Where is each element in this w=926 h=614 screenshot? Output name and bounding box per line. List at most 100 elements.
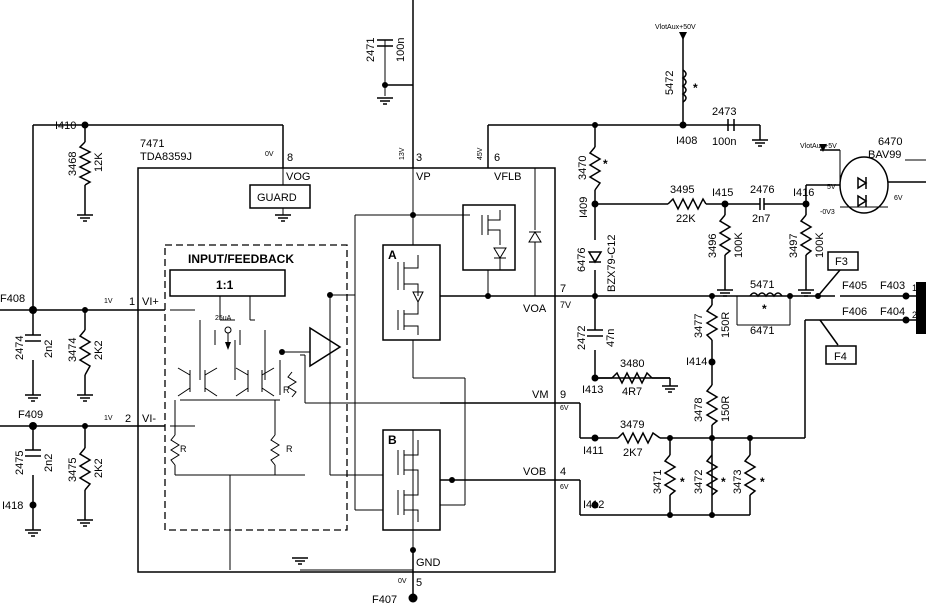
r3480-val: 4R7 xyxy=(622,386,642,398)
amplifier-a xyxy=(382,244,441,341)
pin-3-number: 3 xyxy=(416,152,422,164)
r3472-ref: 3472 xyxy=(693,470,705,494)
r3478-ref: 3478 xyxy=(693,398,705,422)
r3468-ref: 3468 xyxy=(67,152,79,176)
voltage-vm: 6V xyxy=(560,405,569,412)
c2471-val: 100n xyxy=(395,38,407,62)
flyback-switch xyxy=(462,204,516,271)
r3479-val: 2K7 xyxy=(623,447,643,459)
r3478-val: 150R xyxy=(720,396,732,422)
voltage-vim: 1V xyxy=(104,415,113,422)
r3496-val: 100K xyxy=(733,232,745,258)
z6476-ref: 6476 xyxy=(576,248,588,272)
net-f409: F409 xyxy=(18,409,43,421)
voltage-vip: 1V xyxy=(104,298,113,305)
l5471-mark: * xyxy=(762,302,767,316)
net-i410: I410 xyxy=(55,120,76,132)
d6470-val: BAV99 xyxy=(868,149,901,161)
resistors xyxy=(78,141,813,496)
r-feedback-label: R xyxy=(283,385,290,395)
r3480-ref: 3480 xyxy=(620,358,644,370)
c2474-ref: 2474 xyxy=(14,336,26,360)
c2471-ref: 2471 xyxy=(365,38,377,62)
voltage-voa: 7V xyxy=(560,300,571,310)
net-f403: F403 xyxy=(880,280,905,292)
ic-ref: 7471 xyxy=(140,138,164,150)
c2473-ref: 2473 xyxy=(712,106,736,118)
voltage-vog: 0V xyxy=(265,151,274,158)
guard-box xyxy=(249,184,311,209)
r3471-mark: * xyxy=(680,475,685,489)
inductors-diodes xyxy=(587,32,926,298)
c2475-ref: 2475 xyxy=(14,451,26,475)
pin-2-number: 2 xyxy=(125,413,131,425)
junctions xyxy=(29,82,910,603)
pin-1-number: 1 xyxy=(129,296,135,308)
supply-aux50: VlotAux+50V xyxy=(655,24,696,31)
pin-gnd-name: GND xyxy=(416,557,441,569)
r3479-ref: 3479 xyxy=(620,419,644,431)
r3497-val: 100K xyxy=(814,232,826,258)
c2472-val: 47n xyxy=(605,329,617,347)
net-f408: F408 xyxy=(0,293,25,305)
voltage-vp: 13V xyxy=(399,147,406,160)
r3475-val: 2K2 xyxy=(93,458,105,478)
current-source-label: 25uA xyxy=(215,315,232,322)
net-i408: I408 xyxy=(676,135,697,147)
r3474-ref: 3474 xyxy=(67,338,79,362)
r3473-mark: * xyxy=(760,475,765,489)
d6470-ref: 6470 xyxy=(878,136,902,148)
voltage-diode-6v: 6V xyxy=(894,195,903,202)
ratio-box xyxy=(169,269,286,297)
r-left-label: R xyxy=(180,444,187,454)
pin-vp-name: VP xyxy=(416,171,431,183)
c2473-val: 100n xyxy=(712,136,736,148)
c2474-val: 2n2 xyxy=(43,340,55,358)
f3-callout-box xyxy=(827,251,859,271)
pin-vim-name: VI- xyxy=(142,413,156,425)
net-i415: I415 xyxy=(712,187,733,199)
guard-label: GUARD xyxy=(257,192,297,204)
net-f406: F406 xyxy=(842,306,867,318)
r3468-val: 12K xyxy=(93,152,105,172)
voltage-vflb: 45V xyxy=(477,147,484,160)
pin-vob-name: VOB xyxy=(523,466,546,478)
voltage-diode-5v: 5V xyxy=(827,184,836,191)
r3470-mark: * xyxy=(603,157,608,171)
net-f407: F407 xyxy=(372,594,397,606)
amplifier-b xyxy=(382,429,441,531)
labels: 7471 TDA8359J INPUT/FEEDBACK 1:1 GUARD A… xyxy=(0,24,917,606)
amp-b-label: B xyxy=(388,433,397,447)
net-i418: I418 xyxy=(2,500,23,512)
pin-7-number: 7 xyxy=(560,283,566,295)
amp-a-label: A xyxy=(388,248,397,262)
l5471-ref: 5471 xyxy=(750,279,774,291)
pin-vm-name: VM xyxy=(532,389,549,401)
callout-f4: F4 xyxy=(834,351,847,363)
voltage-vob: 6V xyxy=(560,484,569,491)
net-i414: I414 xyxy=(686,356,707,368)
z6476-val: BZX79-C12 xyxy=(606,235,618,292)
r3470-ref: 3470 xyxy=(577,156,589,180)
net-i409: I409 xyxy=(578,197,590,218)
input-feedback-block xyxy=(164,244,348,531)
ic-part: TDA8359J xyxy=(140,151,192,163)
r3471-ref: 3471 xyxy=(652,470,664,494)
net-i412: I412 xyxy=(583,499,604,511)
f4-callout-box xyxy=(825,345,857,365)
pin-vflb-name: VFLB xyxy=(494,171,522,183)
connector-pin-2: 2 xyxy=(912,310,917,320)
output-connector xyxy=(916,282,926,334)
r3472-mark: * xyxy=(721,475,726,489)
connector-pin-1: 1 xyxy=(912,283,917,293)
net-f405: F405 xyxy=(842,280,867,292)
callout-f3: F3 xyxy=(835,256,848,268)
net-i411: I411 xyxy=(583,445,604,457)
capacitors xyxy=(25,39,765,457)
c2476-ref: 2476 xyxy=(750,184,774,196)
l6471-ref: 6471 xyxy=(750,325,774,337)
pin-8-number: 8 xyxy=(287,152,293,164)
l5472-mark: * xyxy=(693,81,698,95)
wires xyxy=(0,0,926,600)
